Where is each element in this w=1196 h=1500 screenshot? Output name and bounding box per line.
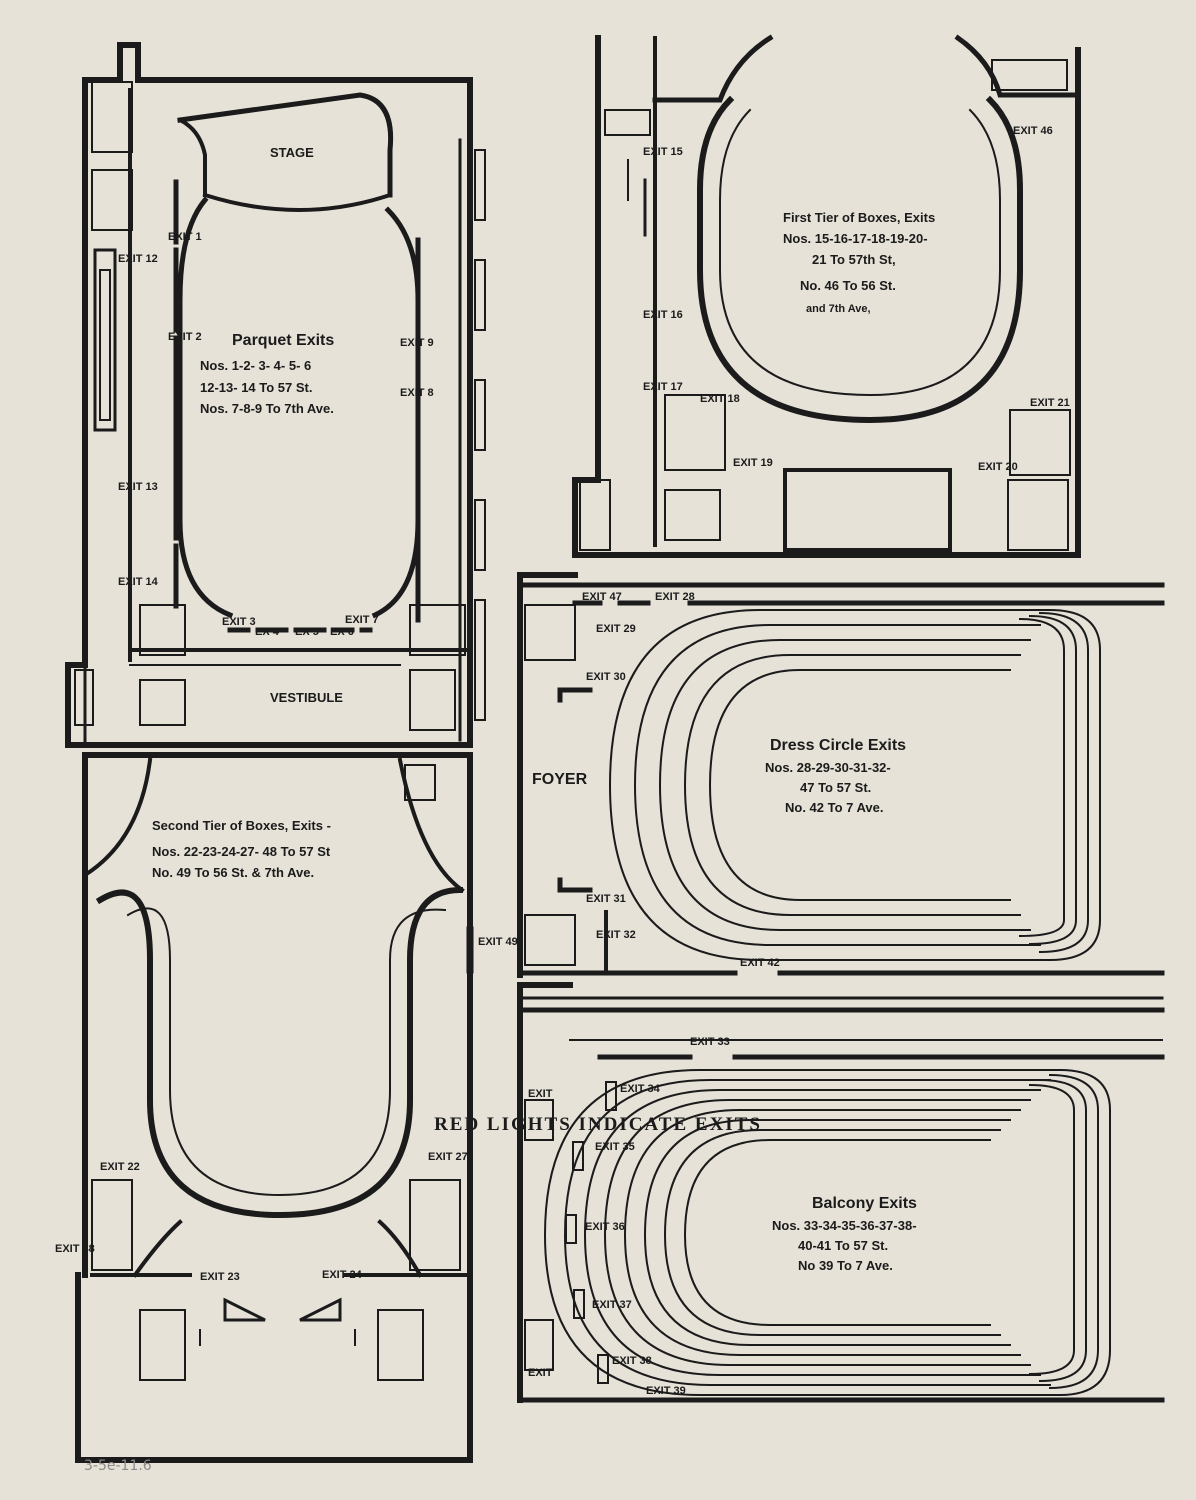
exit-16-label: EXIT 16 <box>643 309 683 321</box>
exit-19-label: EXIT 19 <box>733 457 773 469</box>
exit-32-label: EXIT 32 <box>596 929 636 941</box>
exit-14-label: EXIT 14 <box>118 576 159 588</box>
exit-23-label: EXIT 23 <box>200 1271 240 1283</box>
foyer-label: FOYER <box>532 771 588 788</box>
dress-circle-title: Dress Circle Exits <box>770 737 906 754</box>
exit-36-label: EXIT 36 <box>585 1221 625 1233</box>
exit-28-label: EXIT 28 <box>655 591 695 603</box>
second-tier-line-2: No. 49 To 56 St. & 7th Ave. <box>152 865 314 880</box>
exit-17-label: EXIT 17 <box>643 381 683 393</box>
balcony-line-1: Nos. 33-34-35-36-37-38- <box>772 1218 917 1233</box>
exit-22-label: EXIT 22 <box>100 1161 140 1173</box>
first-tier-line-3: No. 46 To 56 St. <box>800 278 896 293</box>
archive-stamp: 3-5e-11.6 <box>84 1458 152 1474</box>
exit-15-label: EXIT 15 <box>643 146 683 158</box>
exit-39-label: EXIT 39 <box>646 1385 686 1397</box>
exit-34-label: EXIT 34 <box>620 1083 661 1095</box>
dress-circle-line-2: 47 To 57 St. <box>800 780 871 795</box>
exit-38-label: EXIT 38 <box>612 1355 652 1367</box>
exit-9-label: EXIT 9 <box>400 337 434 349</box>
exit-21-label: EXIT 21 <box>1030 397 1070 409</box>
exit-30-label: EXIT 30 <box>586 671 626 683</box>
exit-12-label: EXIT 12 <box>118 253 158 265</box>
first-tier-title: First Tier of Boxes, Exits <box>783 210 935 225</box>
first-tier-plan <box>572 34 1081 558</box>
exit-20-label: EXIT 20 <box>978 461 1018 473</box>
exit-46-label: EXIT 46 <box>1013 125 1053 137</box>
exit-24-label: EXIT 24 <box>322 1269 363 1281</box>
parquet-plan <box>65 42 486 748</box>
exit-4-label: EX 4 <box>255 626 280 638</box>
parquet-title: Parquet Exits <box>232 332 334 349</box>
exit-35-label: EXIT 35 <box>595 1141 635 1153</box>
balcony-plan <box>517 982 1165 1403</box>
exit-13-label: EXIT 13 <box>118 481 158 493</box>
dress-circle-plan <box>517 572 1165 978</box>
second-tier-plan <box>75 752 474 1463</box>
first-tier-line-4: and 7th Ave, <box>806 303 871 315</box>
stage-label: STAGE <box>270 145 314 160</box>
exit-48-label: EXIT 48 <box>55 1243 95 1255</box>
balcony-line-2: 40-41 To 57 St. <box>798 1238 888 1253</box>
dress-circle-line-1: Nos. 28-29-30-31-32- <box>765 760 891 775</box>
second-tier-line-1: Nos. 22-23-24-27- 48 To 57 St <box>152 844 331 859</box>
exit-3-label: EXIT 3 <box>222 616 256 628</box>
parquet-line-1: Nos. 1-2- 3- 4- 5- 6 <box>200 358 311 373</box>
exit-18-label: EXIT 18 <box>700 393 740 405</box>
exit-31-label: EXIT 31 <box>586 893 626 905</box>
exit-33-label: EXIT 33 <box>690 1036 730 1048</box>
exit-42-label: EXIT 42 <box>740 957 780 969</box>
parquet-line-2: 12-13- 14 To 57 St. <box>200 380 312 395</box>
exit-7-label: EXIT 7 <box>345 614 379 626</box>
parquet-line-3: Nos. 7-8-9 To 7th Ave. <box>200 401 334 416</box>
exit-37-label: EXIT 37 <box>592 1299 632 1311</box>
dress-circle-line-3: No. 42 To 7 Ave. <box>785 800 884 815</box>
first-tier-line-2: 21 To 57th St, <box>812 252 896 267</box>
balcony-title: Balcony Exits <box>812 1195 917 1212</box>
exit-2-label: EXIT 2 <box>168 331 202 343</box>
exit-27-label: EXIT 27 <box>428 1151 468 1163</box>
exit-8-label: EXIT 8 <box>400 387 434 399</box>
exit-6-label: EX 6 <box>330 626 354 638</box>
exits-notice: RED LIGHTS INDICATE EXITS <box>434 1114 762 1135</box>
balcony-line-3: No 39 To 7 Ave. <box>798 1258 893 1273</box>
first-tier-line-1: Nos. 15-16-17-18-19-20- <box>783 231 928 246</box>
exit-29-label: EXIT 29 <box>596 623 636 635</box>
second-tier-title: Second Tier of Boxes, Exits - <box>152 818 331 833</box>
exit-5-label: EX 5 <box>295 626 319 638</box>
exit-47-label: EXIT 47 <box>582 591 622 603</box>
balcony-exit-upper-label: EXIT <box>528 1088 553 1100</box>
vestibule-label: VESTIBULE <box>270 690 343 705</box>
exit-49-label: EXIT 49 <box>478 936 518 948</box>
exit-1-label: EXIT 1 <box>168 231 202 243</box>
balcony-exit-lower-label: EXIT <box>528 1367 553 1379</box>
